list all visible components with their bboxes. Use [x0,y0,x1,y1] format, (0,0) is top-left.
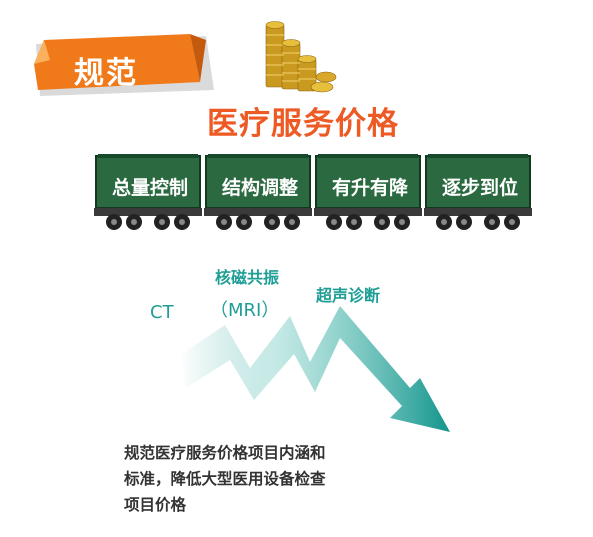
train-car-label-3: 有升有降 [331,177,408,199]
description-line-1: 规范医疗服务价格项目内涵和 [124,444,326,462]
gold-coins-icon [265,21,337,93]
banner-graphic [34,34,214,96]
description-text: 规范医疗服务价格项目内涵和 标准，降低大型医用设备检查 项目价格 [124,440,424,518]
mri-label-line1: 核磁共振 [215,268,280,287]
train-car-label-2: 结构调整 [221,177,298,199]
main-title: 医疗服务价格 [207,106,399,142]
ct-label: CT [150,302,174,323]
downward-trend-arrow [180,306,450,432]
description-line-2: 标准，降低大型医用设备检查 [124,470,326,488]
ultrasound-label: 超声诊断 [316,286,381,305]
train-car-label-4: 逐步到位 [441,177,518,199]
mri-label-line2: （MRI） [210,300,280,321]
train-car-label-1: 总量控制 [111,177,188,199]
train-graphic [94,154,532,230]
banner-label: 规范 [74,56,138,91]
description-line-3: 项目价格 [124,496,187,514]
